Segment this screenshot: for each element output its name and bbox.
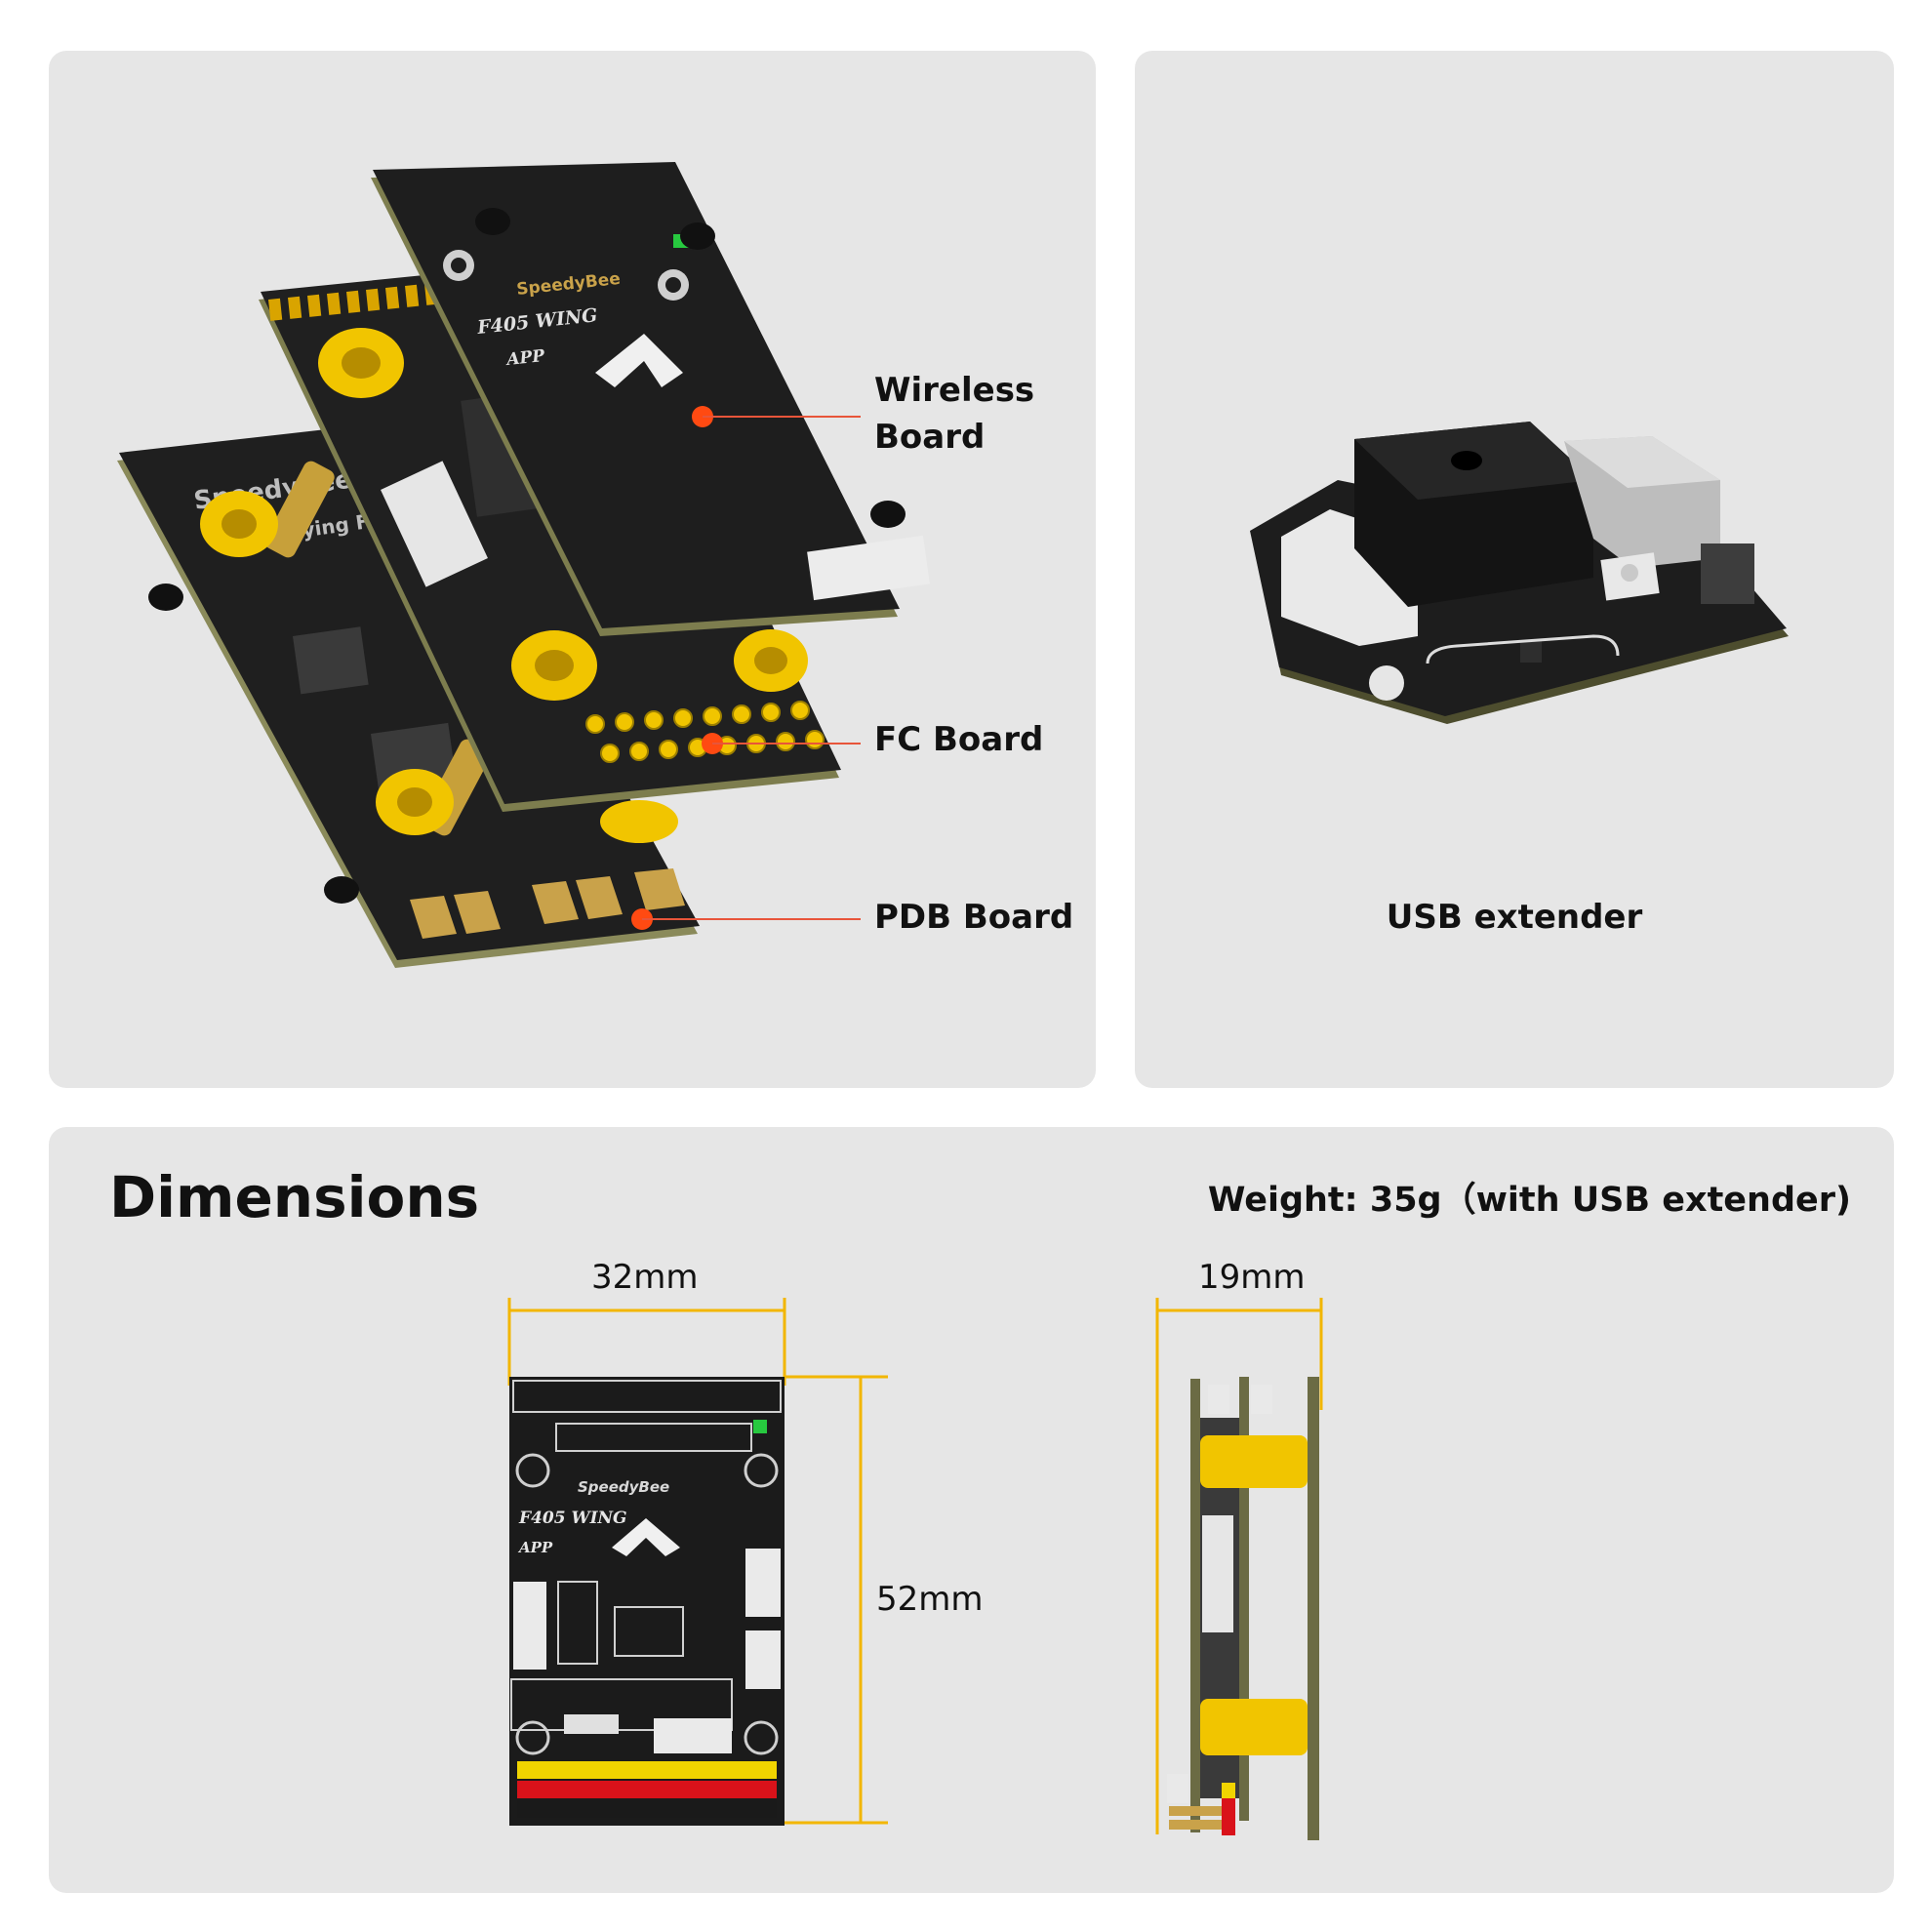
exploded-view-panel: SpeedyBee Unifying FPV — [49, 51, 1096, 1088]
top-view-brand-text: SpeedyBee — [578, 1478, 669, 1496]
thickness-dimension-label: 19mm — [1198, 1258, 1306, 1297]
wireless-app-text: APP — [503, 346, 546, 370]
dimensions-panel: Dimensions Weight: 35g（with USB extender… — [49, 1127, 1894, 1893]
weight-label: Weight: 35g（with USB extender) — [1207, 1181, 1851, 1220]
dimensions-title: Dimensions — [109, 1164, 480, 1230]
board-side-view — [1167, 1377, 1319, 1840]
pdb-callout-line — [642, 918, 861, 920]
fc-callout-line — [712, 743, 861, 745]
top-view-app-text: APP — [517, 1539, 553, 1556]
fc-board-label: FC Board — [874, 720, 1044, 759]
pdb-board-label: PDB Board — [874, 898, 1074, 937]
board-top-view: SpeedyBee F405 WING APP — [509, 1377, 785, 1826]
height-dimension-label: 52mm — [876, 1580, 984, 1619]
width-dimension-label: 32mm — [591, 1258, 699, 1297]
pdb-board-graphic: SpeedyBee Unifying FPV — [117, 419, 700, 968]
exploded-board-stack: SpeedyBee Unifying FPV — [117, 162, 930, 968]
wireless-callout-line — [703, 416, 861, 418]
wireless-board-graphic: SpeedyBee F405 WING APP — [371, 162, 930, 636]
usb-extender-panel: USB extender — [1135, 51, 1894, 1088]
usb-extender-graphic — [1250, 422, 1789, 724]
width-dimension-line — [507, 1298, 1323, 1834]
wireless-board-label: Wireless Board — [874, 371, 1035, 457]
usb-extender-label: USB extender — [1386, 898, 1643, 937]
top-view-model-text: F405 WING — [518, 1509, 627, 1528]
